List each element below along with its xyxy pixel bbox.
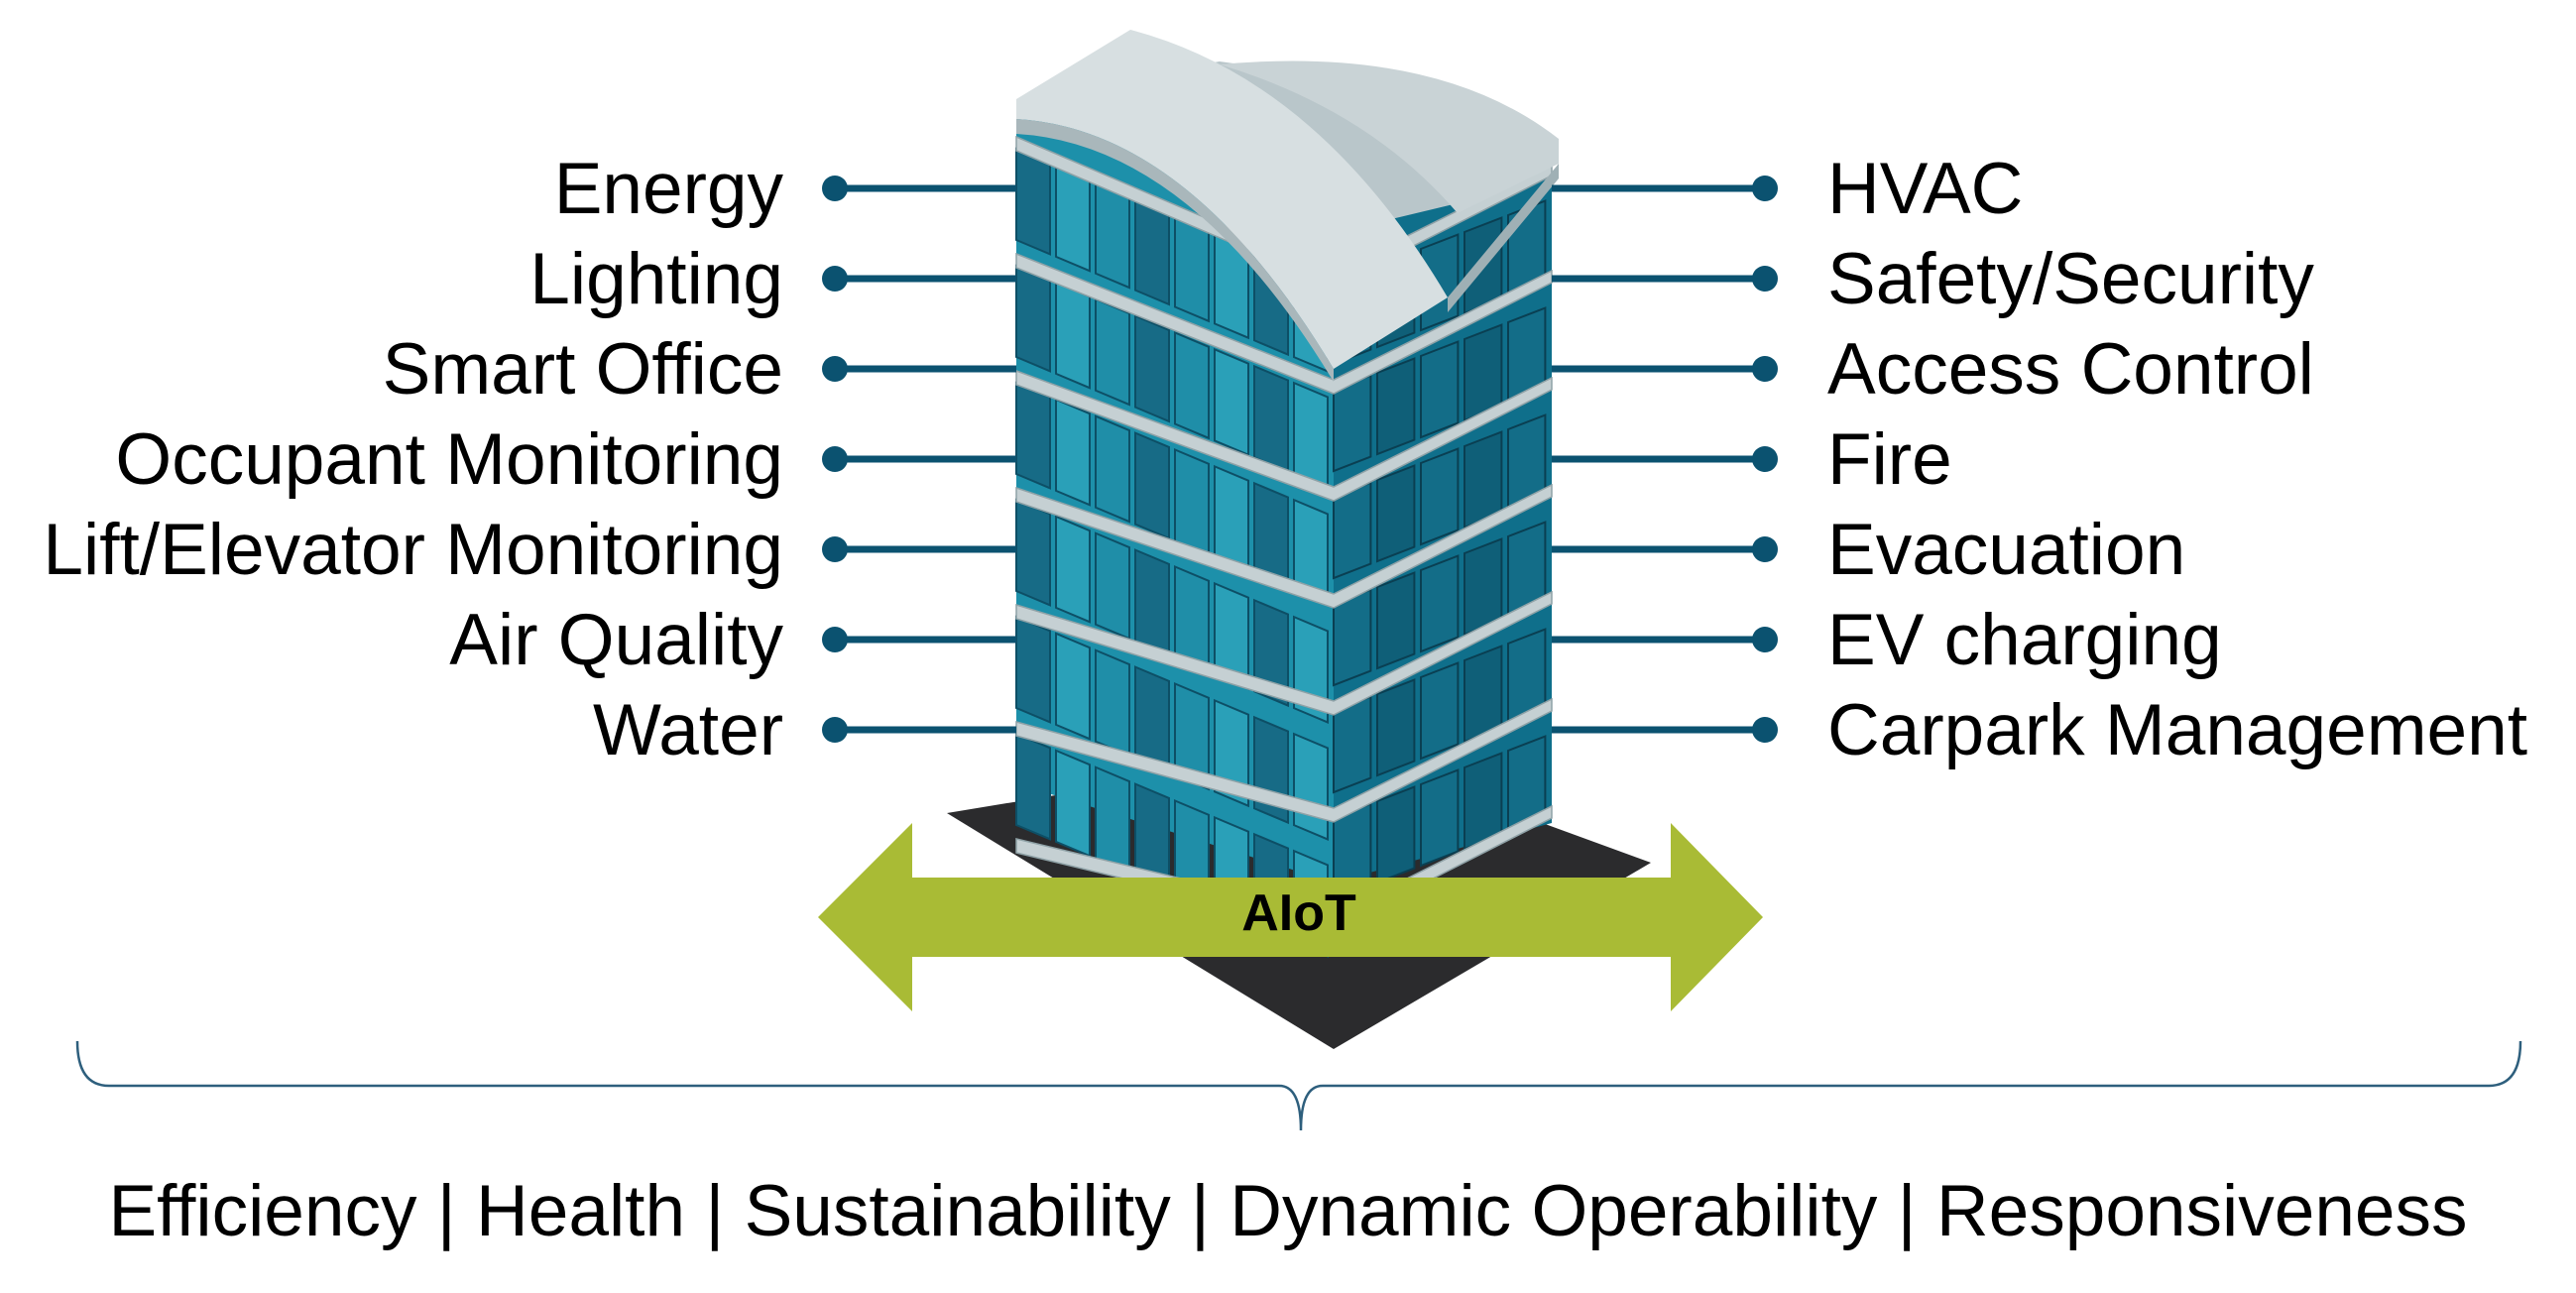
window-pane bbox=[1376, 464, 1416, 563]
window-pane bbox=[1174, 330, 1210, 440]
outcome-brace bbox=[75, 1040, 2522, 1131]
right-connector-dot bbox=[1752, 356, 1778, 382]
window-pane bbox=[1055, 515, 1091, 624]
right-connector-dot bbox=[1752, 627, 1778, 652]
window-pane bbox=[1015, 147, 1051, 256]
aiot-label: AIoT bbox=[1241, 884, 1356, 942]
floor-band bbox=[1015, 369, 1553, 502]
right-system-label: HVAC bbox=[1827, 149, 2024, 229]
window-pane bbox=[1293, 732, 1329, 841]
window-pane bbox=[1376, 571, 1416, 670]
right-connector-dot bbox=[1752, 717, 1778, 743]
window-pane bbox=[1376, 785, 1416, 884]
window-pane bbox=[1253, 364, 1289, 474]
left-connector-dot bbox=[822, 717, 848, 743]
left-system-label: Lighting bbox=[529, 239, 783, 319]
window-pane bbox=[1174, 447, 1210, 557]
window-pane bbox=[1055, 164, 1091, 273]
roof-curve-back bbox=[1220, 60, 1559, 213]
right-connector-dot bbox=[1752, 446, 1778, 472]
left-system-label: Lift/Elevator Monitoring bbox=[43, 510, 783, 590]
left-system-label: Smart Office bbox=[382, 329, 783, 410]
window-pane bbox=[1376, 357, 1416, 456]
window-pane bbox=[1420, 768, 1460, 868]
window-pane bbox=[1055, 281, 1091, 390]
window-pane bbox=[1055, 398, 1091, 507]
window-pane bbox=[1134, 314, 1170, 423]
right-connector-dot bbox=[1752, 176, 1778, 201]
left-system-label: Air Quality bbox=[449, 600, 783, 680]
window-pane bbox=[1095, 648, 1130, 758]
window-pane bbox=[1015, 615, 1051, 724]
right-system-label: Carpark Management bbox=[1827, 690, 2528, 770]
window-pane bbox=[1420, 661, 1460, 761]
window-pane bbox=[1174, 681, 1210, 791]
floor-band bbox=[1015, 590, 1553, 716]
window-pane bbox=[1134, 431, 1170, 540]
left-connector-dot bbox=[822, 176, 848, 201]
left-connector-dot bbox=[822, 266, 848, 292]
window-pane bbox=[1293, 381, 1329, 490]
floor-band bbox=[1015, 697, 1553, 823]
left-system-label: Energy bbox=[553, 149, 783, 229]
window-pane bbox=[1095, 180, 1130, 290]
window-pane bbox=[1015, 264, 1051, 373]
right-connector-dot bbox=[1752, 536, 1778, 562]
left-connector-dot bbox=[822, 536, 848, 562]
left-connector-dot bbox=[822, 356, 848, 382]
window-pane bbox=[1015, 732, 1051, 841]
window-pane bbox=[1015, 498, 1051, 607]
window-pane bbox=[1420, 340, 1460, 439]
window-pane bbox=[1420, 554, 1460, 653]
window-pane bbox=[1055, 632, 1091, 741]
window-pane bbox=[1376, 678, 1416, 777]
window-pane bbox=[1134, 548, 1170, 657]
right-system-label: Safety/Security bbox=[1827, 239, 2314, 319]
left-system-label: Occupant Monitoring bbox=[115, 419, 783, 500]
right-connector-dot bbox=[1752, 266, 1778, 292]
left-system-label: Water bbox=[593, 690, 783, 770]
window-pane bbox=[1055, 749, 1091, 858]
aiot-arrow bbox=[818, 823, 1763, 1011]
window-pane bbox=[1420, 447, 1460, 546]
window-pane bbox=[1015, 381, 1051, 490]
right-system-label: EV charging bbox=[1827, 600, 2222, 680]
window-pane bbox=[1214, 347, 1249, 457]
window-pane bbox=[1095, 531, 1130, 641]
left-connector-dot bbox=[822, 627, 848, 652]
outcomes-text: Efficiency | Health | Sustainability | D… bbox=[108, 1171, 2468, 1251]
window-pane bbox=[1134, 197, 1170, 306]
window-pane bbox=[1095, 765, 1130, 875]
building-illustration bbox=[1015, 30, 1559, 958]
window-pane bbox=[1095, 297, 1130, 407]
connectors bbox=[822, 176, 1778, 743]
roof-right-edge bbox=[1448, 164, 1559, 312]
right-system-label: Access Control bbox=[1827, 329, 2314, 410]
roof-curve-front bbox=[1016, 30, 1448, 369]
right-system-label: Fire bbox=[1827, 419, 1952, 500]
right-system-label: Evacuation bbox=[1827, 510, 2186, 590]
left-connector-dot bbox=[822, 446, 848, 472]
window-pane bbox=[1095, 414, 1130, 524]
floor-band bbox=[1015, 483, 1553, 609]
